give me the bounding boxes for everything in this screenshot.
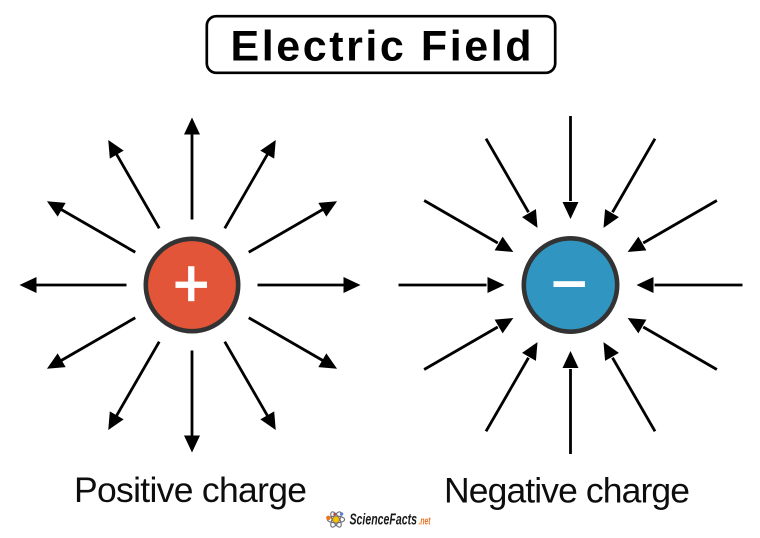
svg-text:Electric Field: Electric Field <box>231 23 532 71</box>
svg-text:.net: .net <box>419 515 432 527</box>
svg-text:Positive charge: Positive charge <box>74 470 307 510</box>
svg-text:Negative charge: Negative charge <box>444 471 690 511</box>
svg-text:ScienceFacts: ScienceFacts <box>350 511 418 528</box>
